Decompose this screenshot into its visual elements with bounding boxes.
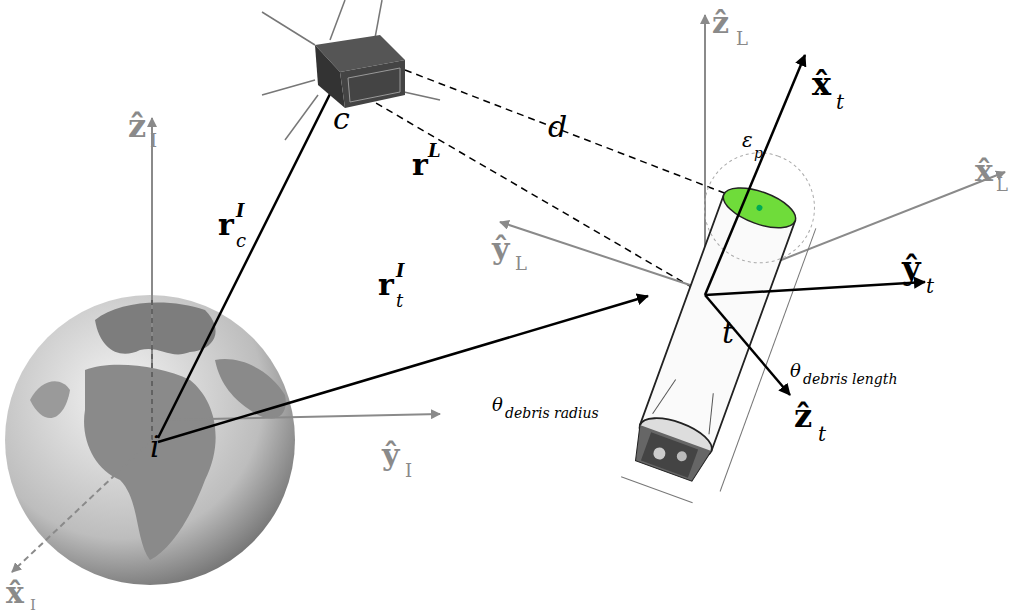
cubesat: [262, 0, 440, 140]
math-label: d: [548, 112, 567, 142]
math-label: t: [836, 92, 844, 112]
math-label: I: [150, 132, 157, 150]
math-label: ε: [742, 130, 753, 150]
math-label: t: [722, 318, 734, 348]
math-label: θ: [492, 396, 503, 414]
math-label: I: [236, 202, 244, 220]
math-label: ẑ: [128, 110, 146, 142]
math-label: ẑ: [794, 400, 812, 432]
math-label: t: [396, 292, 403, 310]
axis-x-inertial: [12, 440, 152, 572]
math-label: r: [218, 210, 234, 240]
axis-y-inertial: [158, 414, 440, 420]
math-label: L: [428, 142, 441, 160]
math-label: debris length: [803, 372, 897, 386]
math-label: ŷ: [492, 234, 509, 264]
math-label: L: [996, 176, 1008, 194]
math-label: L: [515, 255, 527, 273]
vector-rt: [158, 296, 648, 442]
earth: [5, 295, 295, 585]
math-label: x̂: [975, 156, 993, 186]
axis-z-inertial: [151, 118, 153, 440]
math-label: I: [405, 462, 412, 480]
math-label: debris radius: [505, 406, 599, 420]
math-label: ŷ: [902, 252, 921, 284]
axis-z-target: [705, 295, 790, 395]
math-label: r: [412, 150, 428, 180]
math-label: I: [30, 598, 36, 613]
math-label: I: [396, 262, 404, 280]
math-label: L: [736, 30, 748, 48]
math-label: x̂: [812, 68, 831, 100]
vector-rc: [158, 82, 336, 438]
math-label: p: [754, 146, 763, 160]
axis-y-target: [705, 282, 925, 295]
math-label: θ: [790, 362, 801, 380]
math-label: r: [378, 270, 394, 300]
math-label: ẑ: [712, 8, 729, 38]
math-label: i: [150, 432, 160, 462]
math-label: t: [926, 276, 934, 296]
axis-x-target: [705, 55, 805, 295]
axis-y-local: [500, 222, 705, 290]
math-label: t: [818, 424, 826, 444]
math-label: ŷ: [382, 440, 399, 470]
math-label: x̂: [6, 578, 24, 608]
math-label: c: [236, 232, 246, 250]
debris-cylinder: [605, 137, 834, 510]
math-label: c: [333, 104, 350, 134]
